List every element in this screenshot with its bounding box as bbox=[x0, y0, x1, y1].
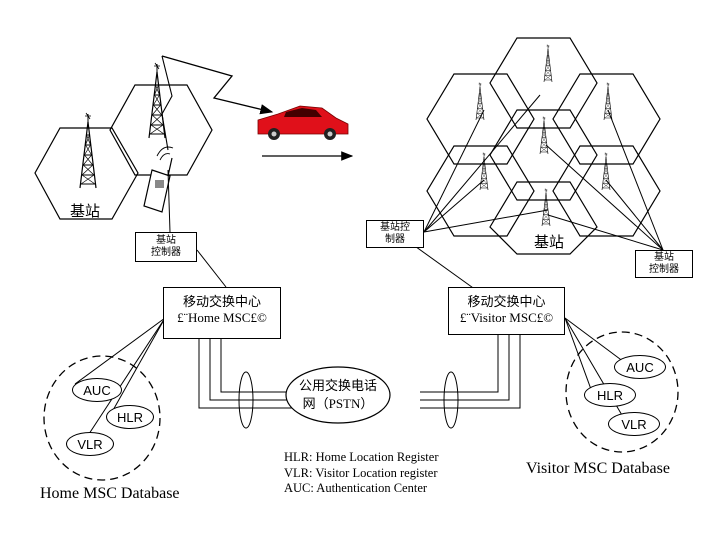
visitor-bsc-left-line2: 制器 bbox=[385, 234, 405, 245]
visitor-base-station-label: 基站 bbox=[534, 235, 565, 251]
visitor-bsc-right-box: 基站 控制器 bbox=[635, 250, 693, 278]
home-tower-right-icon bbox=[148, 62, 166, 139]
visitor-msc-label-line1: 移动交换中心 bbox=[467, 294, 546, 309]
pstn-cloud bbox=[285, 366, 391, 424]
home-bsc-label-line2: 控制器 bbox=[151, 247, 181, 258]
visitor-cells bbox=[426, 37, 661, 255]
home-base-station-label: 基站 bbox=[70, 204, 101, 220]
home-bsc-box: 基站 控制器 bbox=[135, 232, 197, 262]
visitor-bsc-right-line2: 控制器 bbox=[649, 264, 679, 275]
legend-hlr: HLR: Home Location Register bbox=[284, 450, 439, 464]
visitor-db-title: Visitor MSC Database bbox=[526, 460, 670, 477]
pstn-label-line2: 网（PSTN） bbox=[302, 395, 374, 411]
car-icon bbox=[257, 105, 349, 140]
home-hlr-node: HLR bbox=[106, 405, 154, 429]
mobile-phone-icon bbox=[143, 146, 174, 213]
visitor-bsc-left-line1: 基站控 bbox=[380, 222, 410, 233]
home-db-title: Home MSC Database bbox=[40, 485, 180, 502]
home-msc-box: 移动交换中心 £¨Home MSC£© bbox=[163, 287, 281, 339]
home-cell-right bbox=[109, 84, 213, 176]
pstn-label: 公用交换电话 网（PSTN） bbox=[290, 377, 386, 412]
home-db-boundary bbox=[43, 355, 161, 481]
legend: HLR: Home Location Register VLR: Visitor… bbox=[284, 450, 438, 497]
home-vlr-node: VLR bbox=[66, 432, 114, 456]
home-bsc-label-line1: 基站 bbox=[156, 235, 176, 246]
visitor-hlr-node: HLR bbox=[584, 383, 636, 407]
pstn-label-line1: 公用交换电话 bbox=[298, 378, 377, 393]
visitor-vlr-node: VLR bbox=[608, 412, 660, 436]
home-msc-label-line2: £¨Home MSC£© bbox=[177, 309, 267, 325]
home-cells bbox=[34, 84, 213, 220]
visitor-msc-box: 移动交换中心 £¨Visitor MSC£© bbox=[448, 287, 565, 335]
visitor-msc-label-line2: £¨Visitor MSC£© bbox=[459, 309, 554, 325]
home-tower-left-icon bbox=[79, 112, 97, 189]
visitor-db-boundary bbox=[565, 331, 679, 453]
visitor-bsc-left-box: 基站控 制器 bbox=[366, 220, 424, 248]
legend-vlr: VLR: Visitor Location register bbox=[284, 465, 438, 480]
home-msc-label-line1: 移动交换中心 bbox=[182, 294, 261, 309]
visitor-bsc-right-line1: 基站 bbox=[654, 252, 674, 263]
visitor-auc-node: AUC bbox=[614, 355, 666, 379]
home-auc-node: AUC bbox=[72, 378, 122, 402]
home-cell-left bbox=[34, 127, 139, 220]
radio-link bbox=[161, 55, 274, 115]
legend-auc: AUC: Authentication Center bbox=[284, 481, 428, 496]
